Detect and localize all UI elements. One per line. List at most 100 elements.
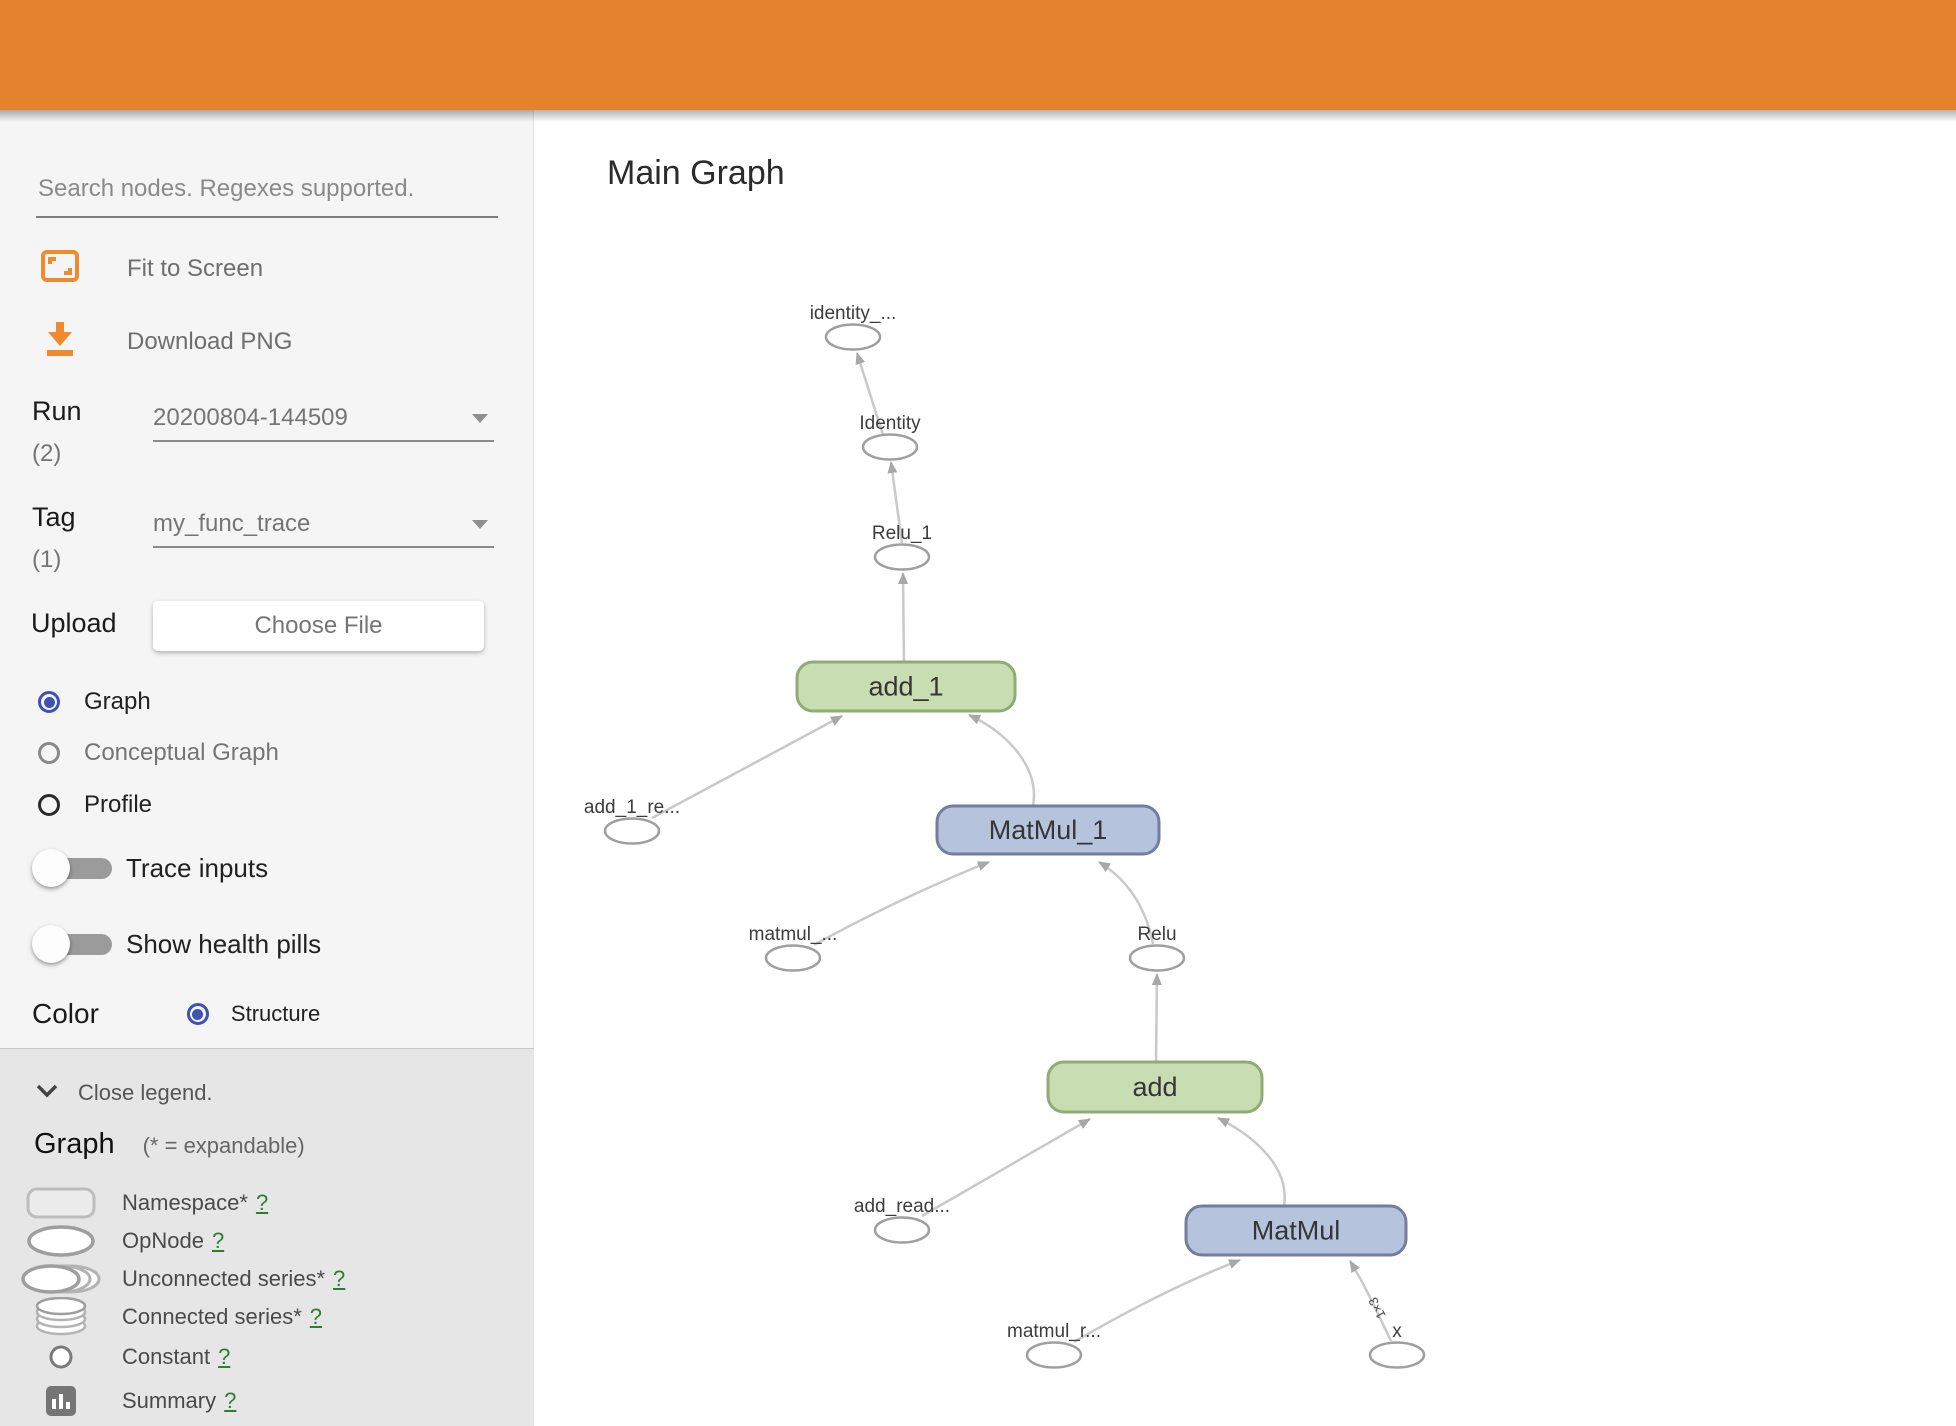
legend-help-link[interactable]: ? — [218, 1344, 231, 1369]
chevron-down-icon — [472, 520, 488, 529]
edge-x-to-MatMul — [1348, 1260, 1393, 1342]
run-dropdown-underline — [153, 440, 494, 442]
edge-add_1_re-to-add_1 — [651, 714, 843, 820]
graph-node-label: MatMul — [1252, 1216, 1341, 1246]
radio-circle[interactable] — [38, 742, 60, 764]
graph-opnode-label: add_1_re... — [584, 797, 680, 818]
toggle-trace-inputs[interactable]: Trace inputs — [32, 846, 492, 890]
legend-item-connected-series: Connected series*? — [0, 1297, 534, 1336]
radio-option-graph[interactable]: Graph — [38, 685, 458, 719]
graph-node-MatMul[interactable]: MatMul — [1184, 1204, 1408, 1257]
run-label: Run — [32, 396, 82, 426]
graph-node-label: add — [1132, 1072, 1177, 1102]
legend-help-link[interactable]: ? — [309, 1304, 323, 1329]
page-title: Main Graph — [607, 154, 785, 192]
graph-opnode-matmul_r[interactable]: matmul_r... — [1007, 1321, 1101, 1369]
run-dropdown[interactable]: 20200804-144509 — [153, 404, 494, 442]
graph-opnode-Relu_1[interactable]: Relu_1 — [872, 523, 932, 571]
toggle-knob — [32, 925, 70, 963]
edge-MatMul-to-add — [1217, 1116, 1286, 1207]
legend-help-link[interactable]: ? — [333, 1266, 346, 1291]
opnode-icon — [0, 1223, 122, 1259]
legend-title: Graph — [34, 1128, 115, 1160]
toggle-switch[interactable] — [32, 848, 114, 888]
graph-opnode-label: matmul_r... — [1007, 1321, 1101, 1342]
graph-node-label: add_1 — [868, 672, 943, 702]
color-label: Color — [32, 998, 99, 1029]
graph-opnode-label: Identity — [859, 413, 921, 434]
radio-option-profile[interactable]: Profile — [38, 788, 458, 822]
legend-item-label: Unconnected series* — [122, 1266, 326, 1291]
header-shadow — [0, 110, 1956, 122]
color-structure-label: Structure — [230, 1001, 321, 1026]
graph-opnode-label: matmul_... — [749, 924, 838, 945]
graph-node-add[interactable]: add — [1046, 1060, 1264, 1114]
legend-item-namespace: Namespace*? — [0, 1184, 534, 1222]
legend-item-label: Namespace* — [122, 1190, 248, 1215]
tag-dropdown[interactable]: my_func_trace — [153, 510, 494, 548]
choose-file-button[interactable]: Choose File — [153, 601, 484, 651]
legend-help-link[interactable]: ? — [211, 1228, 225, 1253]
edge-matmul_r-to-MatMul — [1073, 1258, 1241, 1344]
run-count: (2) — [32, 440, 62, 467]
graph-node-MatMul_1[interactable]: MatMul_1 — [935, 804, 1161, 856]
toggle-label: Trace inputs — [126, 852, 269, 883]
search-input[interactable] — [36, 162, 498, 218]
graph-node-label: MatMul_1 — [989, 815, 1108, 845]
radio-option-conceptual-graph[interactable]: Conceptual Graph — [38, 736, 458, 770]
toggle-label: Show health pills — [126, 928, 322, 959]
legend-item-label: Connected series* — [122, 1304, 302, 1329]
graph-opnode-matmul_[interactable]: matmul_... — [749, 924, 838, 972]
legend-item-summary: Summary? — [0, 1382, 534, 1420]
namespace-icon — [0, 1186, 122, 1220]
close-legend-label: Close legend. — [78, 1080, 213, 1105]
radio-label: Profile — [84, 791, 153, 818]
graph-opnode-identity_ellipsis[interactable]: identity_... — [810, 303, 897, 351]
edge-add_1-to-Relu_1 — [898, 572, 909, 663]
graph-opnode-x[interactable]: x — [1368, 1321, 1426, 1369]
summary-icon — [0, 1385, 122, 1417]
edge-add_read-to-add — [921, 1117, 1091, 1218]
upload-file-label: Upload — [31, 608, 117, 638]
radio-circle[interactable] — [38, 691, 60, 713]
toggle-show-health-pills[interactable]: Show health pills — [32, 922, 492, 966]
radio-label: Graph — [84, 688, 151, 715]
color-structure-radio[interactable] — [186, 1003, 209, 1025]
toggle-knob — [32, 849, 70, 887]
radio-circle[interactable] — [38, 794, 60, 816]
tag-dropdown-underline — [153, 546, 494, 548]
graph-opnode-Relu[interactable]: Relu — [1128, 924, 1186, 972]
chevron-down-icon — [472, 414, 488, 423]
fit-to-screen-button[interactable]: Fit to Screen — [41, 250, 263, 287]
legend-item-label: Summary — [122, 1388, 217, 1413]
download-png-button[interactable]: Download PNG — [43, 320, 292, 363]
graph-node-add_1[interactable]: add_1 — [795, 660, 1017, 713]
toggle-switch[interactable] — [32, 924, 114, 964]
edge-add-to-Relu — [1151, 973, 1162, 1063]
graph-opnode-Identity[interactable]: Identity — [859, 413, 921, 461]
graph-opnode-add_1_re[interactable]: add_1_re... — [584, 797, 680, 845]
edge-Relu_1-to-Identity — [887, 461, 904, 544]
chevron-down-icon — [36, 1084, 58, 1103]
tag-label: Tag — [32, 502, 76, 532]
edge-MatMul_1-to-add_1 — [968, 713, 1036, 807]
fit-to-screen-label: Fit to Screen — [127, 254, 264, 282]
legend-header: Graph (* = expandable) — [34, 1128, 305, 1161]
legend-item-opnode: OpNode? — [0, 1222, 534, 1260]
edge-shape-label: 1×3 — [1365, 1295, 1389, 1322]
download-icon — [43, 320, 77, 363]
app-header — [0, 0, 1956, 110]
edge-matmul_-to-MatMul_1 — [813, 860, 990, 947]
legend-item-label: OpNode — [122, 1228, 204, 1253]
legend-item-label: Constant — [122, 1344, 211, 1369]
legend-help-link[interactable]: ? — [224, 1388, 237, 1413]
unconnected-series-icon — [0, 1262, 122, 1296]
legend-help-link[interactable]: ? — [255, 1190, 269, 1215]
run-dropdown-value: 20200804-144509 — [153, 404, 348, 431]
graph-opnode-add_read[interactable]: add_read... — [854, 1196, 950, 1244]
graph-opnode-label: Relu — [1137, 924, 1176, 945]
close-legend-button[interactable]: Close legend. — [36, 1080, 213, 1106]
tag-count: (1) — [32, 546, 62, 573]
fit-to-screen-icon — [41, 250, 79, 287]
